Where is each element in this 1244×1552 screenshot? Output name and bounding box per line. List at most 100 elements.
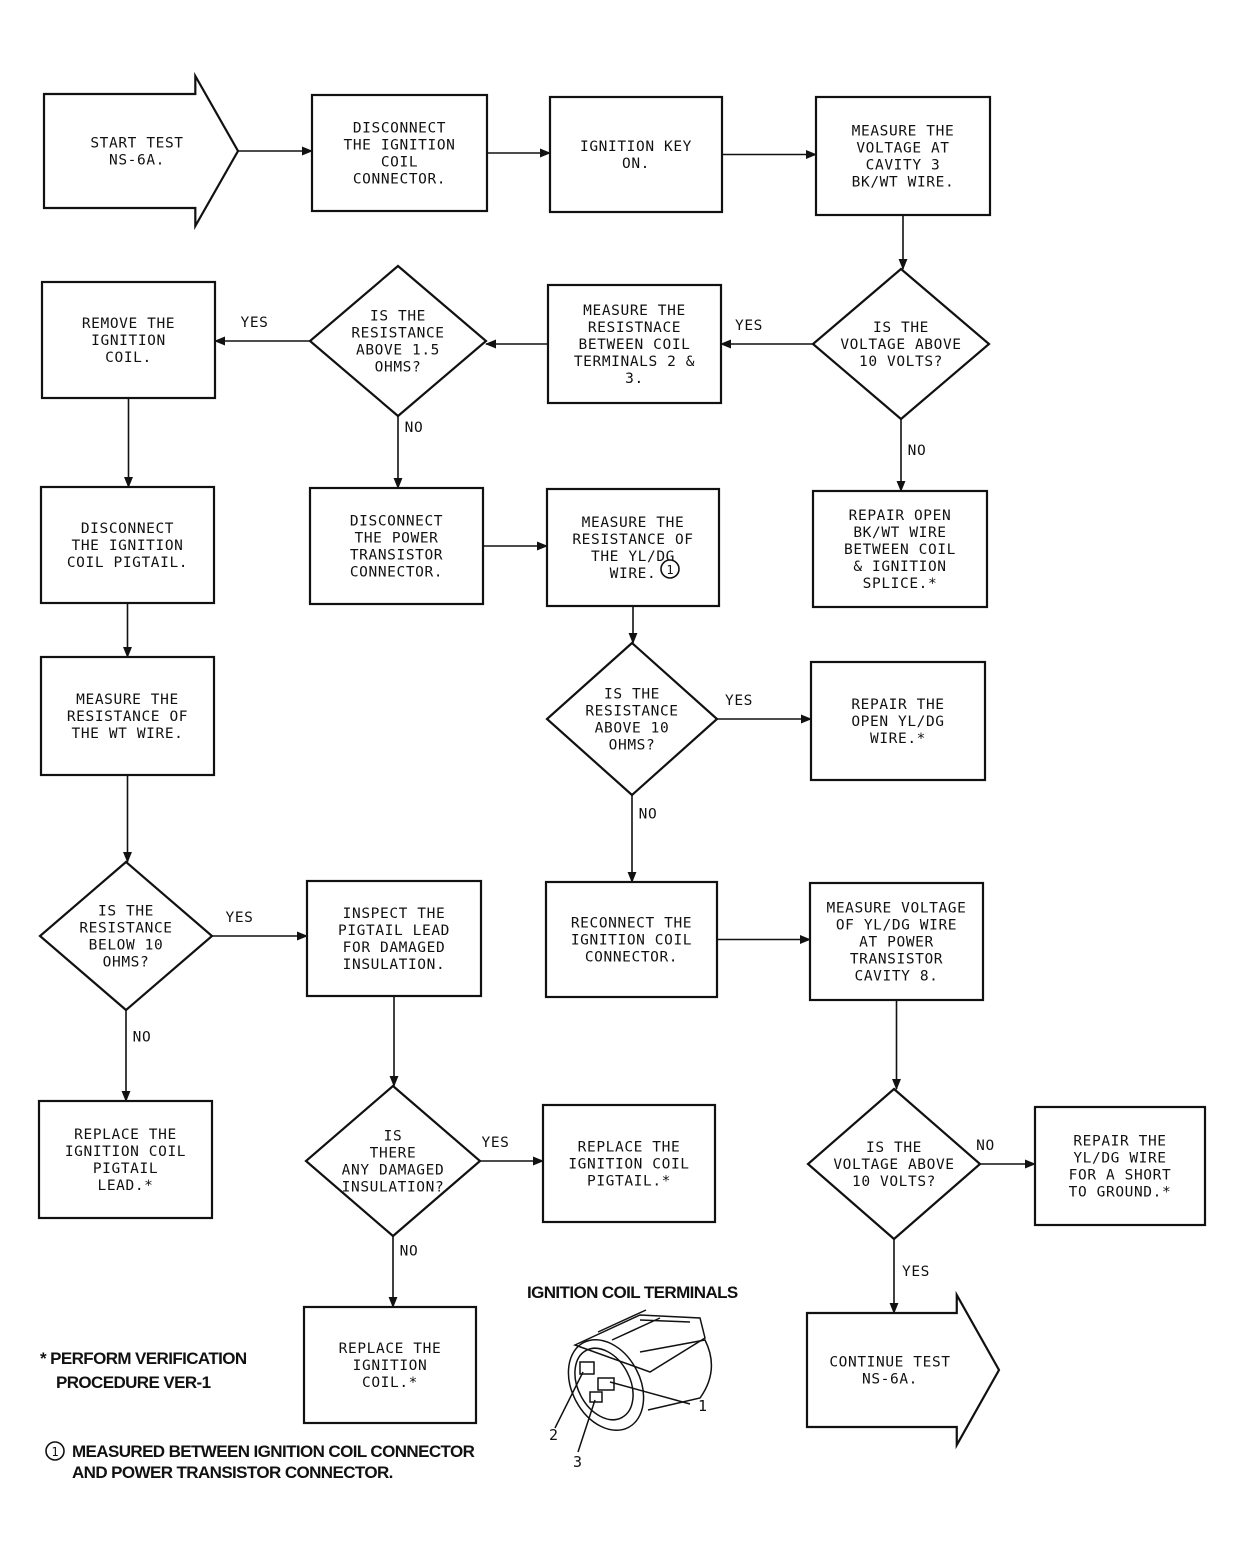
node-text-line: IGNITION KEY — [580, 139, 692, 155]
edge-label-no: NO — [639, 807, 658, 823]
node-text-line: THE IGNITION — [72, 538, 184, 554]
node-text-line: IGNITION — [353, 1358, 428, 1374]
decision-diamond — [38, 860, 214, 1012]
ignition-coil-illustration: IGNITION COIL TERMINALS 1 2 3 — [527, 1283, 739, 1471]
node-text-line: IS — [384, 1129, 403, 1145]
node-text-line: IS THE — [604, 687, 660, 703]
node-text-line: MEASURE THE — [76, 692, 179, 708]
edge-label-yes: YES — [226, 910, 254, 926]
process-box — [310, 93, 489, 213]
node-text-line: OPEN YL/DG — [851, 714, 944, 730]
coil-connector-drawing — [554, 1309, 713, 1453]
node-text-line: MEASURE THE — [582, 515, 685, 531]
measured-note-marker — [45, 1441, 65, 1461]
terminal-arrow-shape — [805, 1290, 1001, 1450]
node-text-line: MEASURE VOLTAGE — [827, 901, 967, 917]
node-text-line: IGNITION COIL — [65, 1144, 186, 1160]
node-text-line: ANY DAMAGED — [342, 1163, 445, 1179]
decision-diamond — [806, 1087, 982, 1241]
node-text-line: REPLACE THE — [74, 1127, 177, 1143]
node-text-line: ABOVE 1.5 — [356, 343, 440, 359]
node-text-line: VOLTAGE ABOVE — [833, 1157, 954, 1173]
node-text-line: BK/WT WIRE. — [852, 175, 955, 191]
measured-note-line2: AND POWER TRANSISTOR CONNECTOR. — [72, 1463, 393, 1482]
process-box — [808, 881, 985, 1002]
node-text-line: CONNECTOR. — [353, 172, 446, 188]
node-text-line: IS THE — [873, 320, 929, 336]
node-text-line: THE WT WIRE. — [72, 726, 184, 742]
verification-note-line1: * PERFORM VERIFICATION — [40, 1349, 247, 1368]
node-text-line: OF YL/DG WIRE — [836, 918, 957, 934]
edge-label-no: NO — [405, 420, 424, 436]
flowchart-connectors — [121, 146, 1037, 1315]
edge-label-yes: YES — [725, 693, 753, 709]
edge-label-yes: YES — [482, 1135, 510, 1151]
node-text-line: IGNITION — [91, 333, 166, 349]
node-text-line: IGNITION COIL — [568, 1157, 689, 1173]
process-box — [541, 1103, 717, 1224]
node-text-line: BELOW 10 — [89, 938, 164, 954]
node-text-line: RESISTANCE OF — [67, 709, 188, 725]
edge-label-no: NO — [133, 1030, 152, 1046]
node-text-line: THERE — [370, 1146, 417, 1162]
node-text-line: OHMS? — [375, 360, 422, 376]
node-text-line: LEAD.* — [98, 1178, 154, 1194]
process-box — [814, 95, 992, 217]
node-text-line: IS THE — [370, 309, 426, 325]
process-box — [39, 485, 216, 605]
node-text-line: MEASURE THE — [852, 124, 955, 140]
node-text-line: PIGTAIL.* — [587, 1174, 671, 1190]
process-box — [811, 489, 989, 609]
node-text-line: REPAIR OPEN — [849, 508, 952, 524]
node-text-line: THE POWER — [355, 531, 439, 547]
node-text-line: IGNITION COIL — [571, 933, 692, 949]
node-text-line: COIL.* — [362, 1375, 418, 1391]
verification-note: * PERFORM VERIFICATION PROCEDURE VER-1 — [40, 1349, 247, 1392]
node-text-line: & IGNITION — [853, 559, 946, 575]
node-text-line: BETWEEN COIL — [579, 337, 691, 353]
node-text-line: SPLICE.* — [863, 576, 938, 592]
node-text-line: TERMINALS 2 & — [574, 354, 695, 370]
node-text-line: OHMS? — [103, 955, 150, 971]
node-text-line: 3. — [625, 371, 644, 387]
decision-diamond — [811, 267, 991, 421]
node-text-line: 10 VOLTS? — [852, 1174, 936, 1190]
node-text-line: NS-6A. — [109, 153, 165, 169]
node-text-line: TRANSISTOR — [850, 952, 943, 968]
node-text-line: 10 VOLTS? — [859, 354, 943, 370]
coil-terminal-3-label: 3 — [573, 1453, 582, 1471]
process-box — [809, 660, 987, 782]
process-box — [544, 880, 719, 999]
terminal-arrow-shape — [42, 71, 240, 231]
decision-diamond — [308, 264, 488, 418]
node-text-line: COIL — [381, 155, 418, 171]
node-text-line: TRANSISTOR — [350, 548, 443, 564]
node-text-line: WIRE. — [610, 566, 657, 582]
verification-note-line2: PROCEDURE VER-1 — [56, 1373, 211, 1392]
node-text-line: INSPECT THE — [343, 906, 446, 922]
node-text-line: RESISTANCE OF — [572, 532, 693, 548]
node-text-line: ABOVE 10 — [595, 721, 670, 737]
process-box — [39, 655, 216, 777]
node-text-line: CAVITY 3 — [866, 158, 941, 174]
node-text-line: IS THE — [866, 1140, 922, 1156]
process-box — [305, 879, 483, 998]
node-text-line: REPLACE THE — [578, 1140, 681, 1156]
process-box — [302, 1305, 478, 1425]
node-text-line: NS-6A. — [862, 1372, 918, 1388]
